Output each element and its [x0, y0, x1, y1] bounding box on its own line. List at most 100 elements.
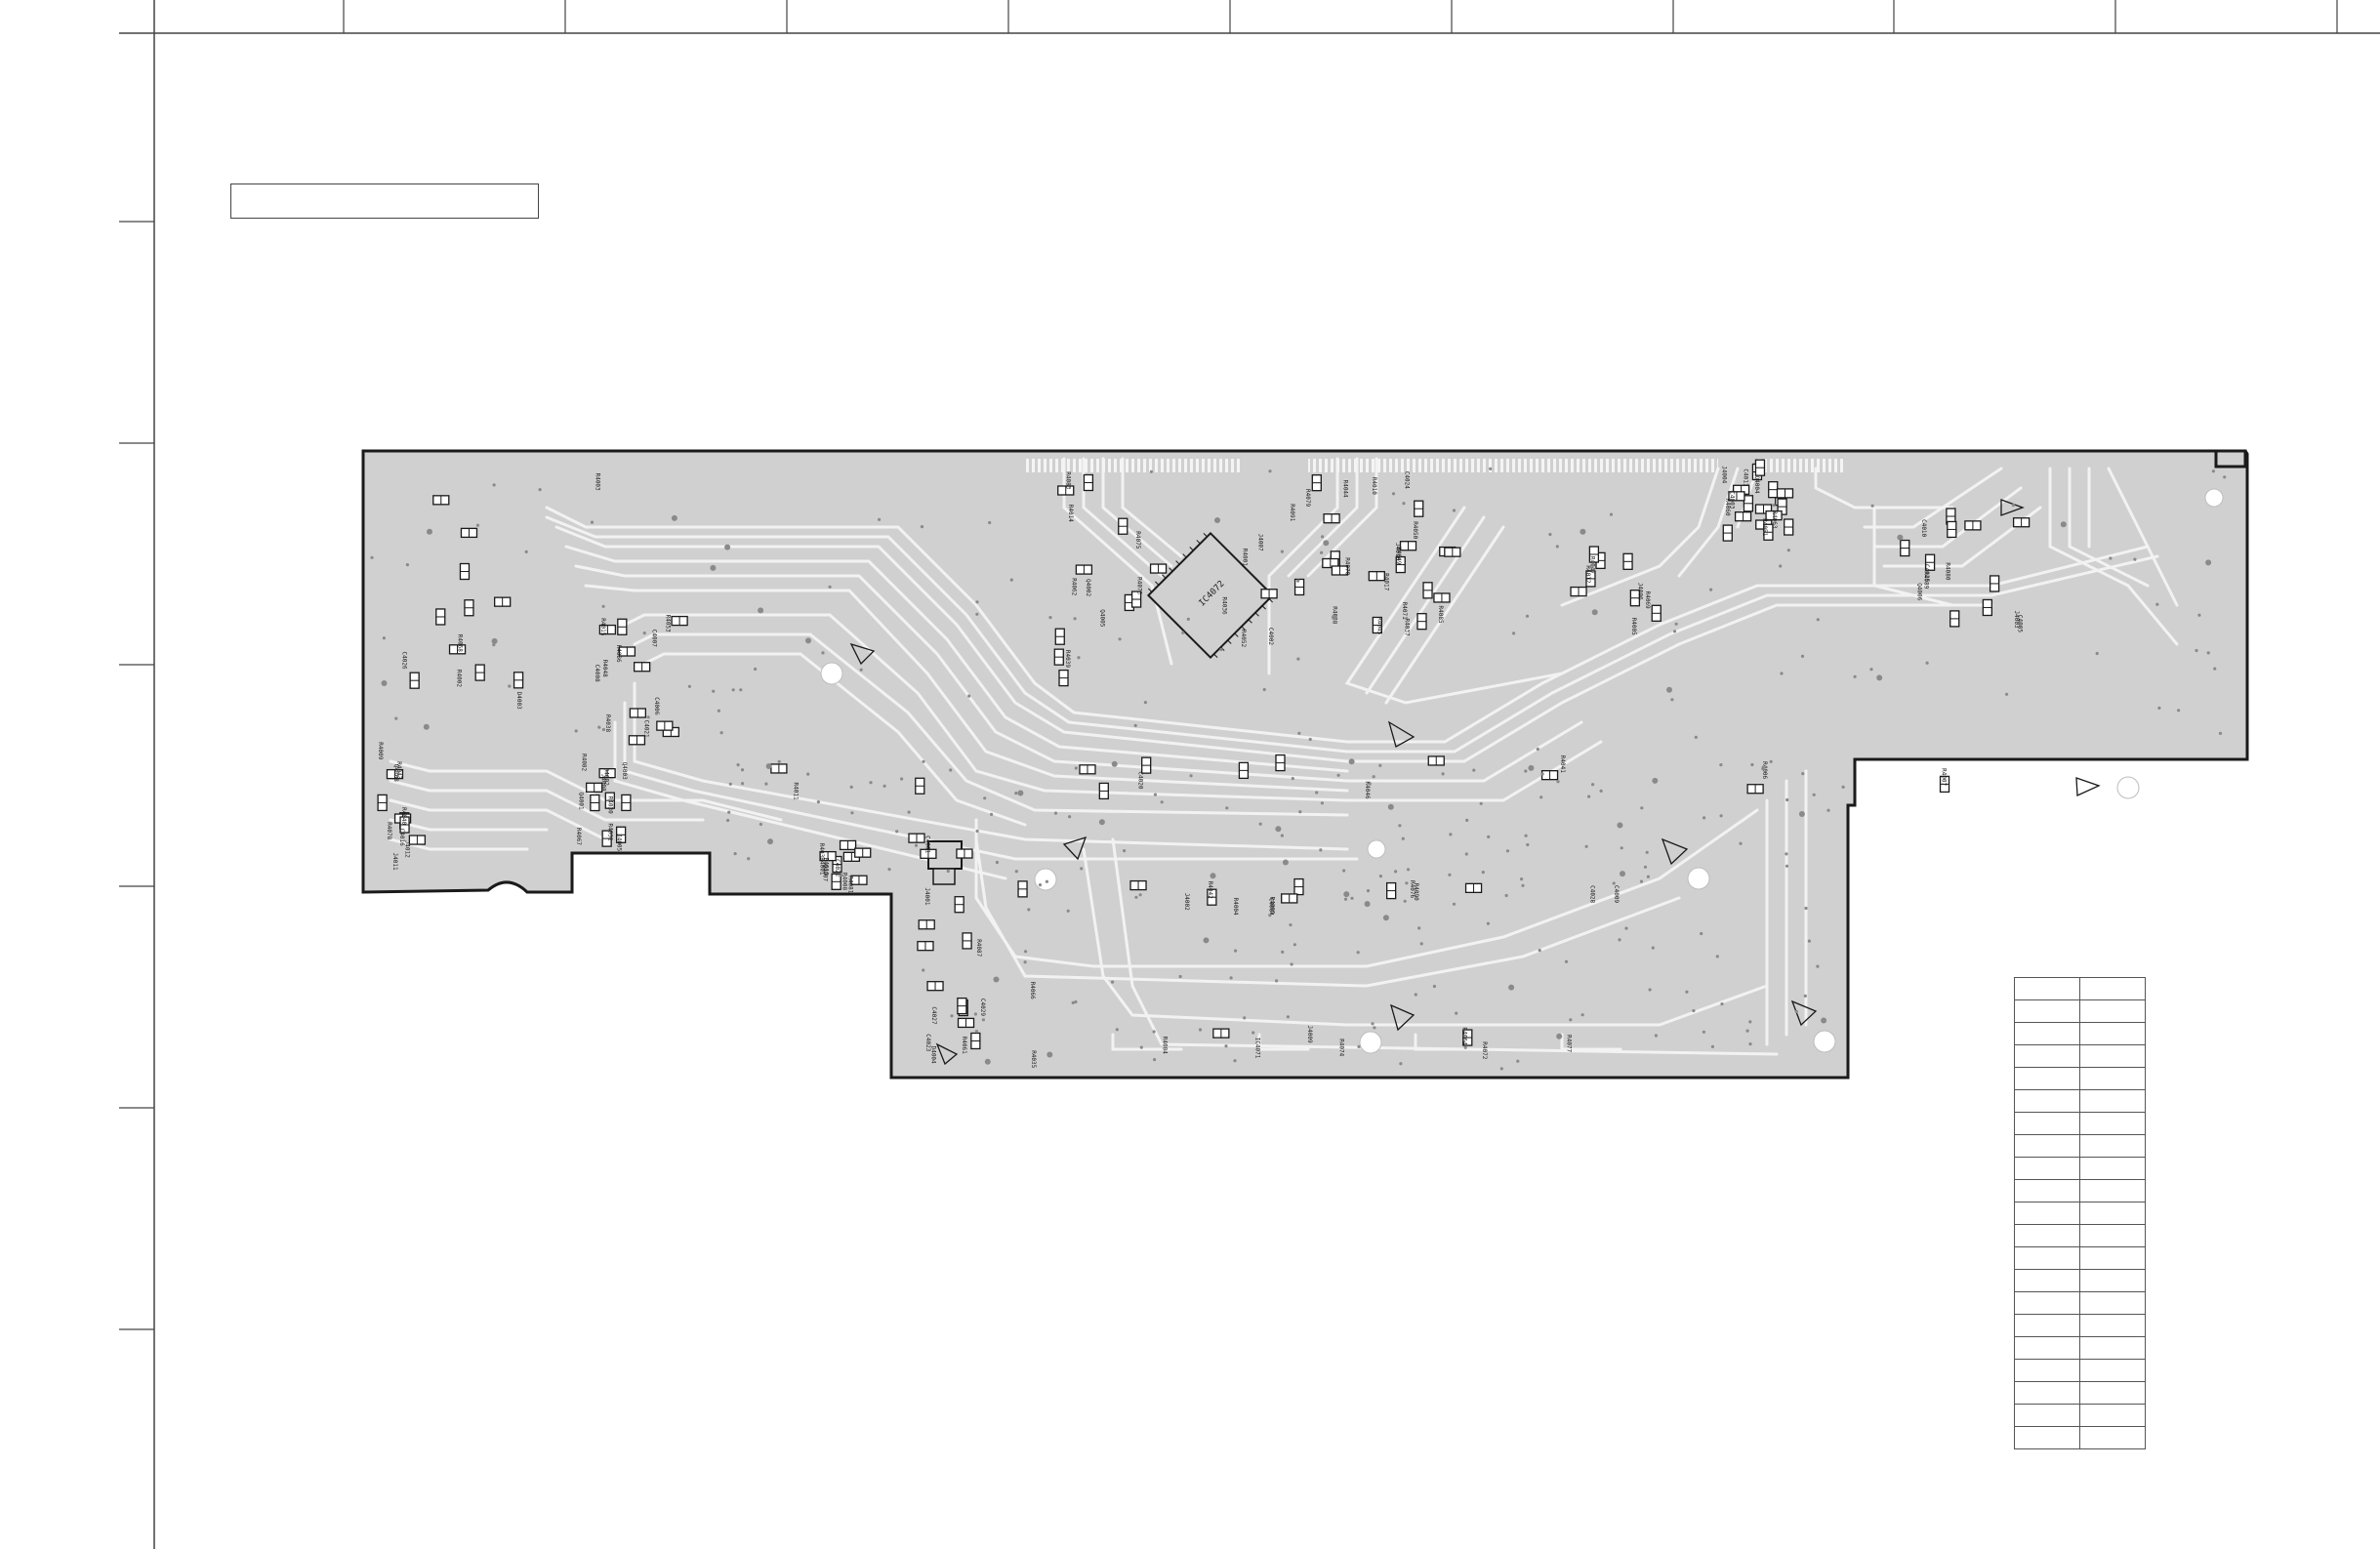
smd-component: [839, 839, 857, 851]
component-label: C4009: [1613, 885, 1620, 903]
smd-component: [832, 855, 842, 874]
via: [1672, 630, 1677, 633]
via: [1487, 835, 1491, 839]
component-label: R4017: [1383, 573, 1390, 591]
smd-component: [1462, 1029, 1473, 1046]
via: [1115, 1028, 1119, 1032]
via: [2213, 667, 2217, 671]
component-label: R4083: [1064, 471, 1071, 489]
via: [950, 1014, 954, 1018]
via: [1674, 622, 1678, 626]
component-label: C4022: [834, 859, 841, 876]
component-label: C4029: [979, 999, 986, 1016]
via: [922, 968, 925, 972]
smd-component: [1422, 582, 1433, 599]
smd-component: [399, 816, 410, 834]
via: [869, 781, 873, 785]
via: [2060, 521, 2067, 528]
via: [1643, 865, 1648, 869]
legend-cell: [2014, 1134, 2080, 1158]
component-label: C4005: [2016, 615, 2023, 632]
via: [1210, 873, 1216, 879]
via: [1624, 926, 1628, 930]
via: [1405, 881, 1409, 885]
via: [983, 796, 987, 800]
via: [1472, 768, 1476, 772]
legend-row: [2014, 1179, 2146, 1203]
via: [2223, 475, 2227, 479]
component-label: D4001: [819, 857, 826, 875]
via: [1536, 747, 1539, 752]
via: [1876, 674, 1883, 681]
smd-component: [1734, 511, 1752, 522]
via: [1153, 1058, 1157, 1062]
component-label: R4043: [395, 761, 402, 779]
via: [1640, 806, 1644, 810]
component-label: Q4001: [577, 793, 584, 810]
component-label: R4049: [1395, 547, 1402, 564]
legend-cell: [2079, 1179, 2146, 1203]
legend-row: [2014, 1067, 2146, 1090]
legend-cell: [2014, 1314, 2080, 1337]
via: [739, 688, 743, 692]
component-label: R4007: [1941, 768, 1948, 786]
via: [1394, 870, 1398, 874]
smd-component: [1416, 613, 1427, 631]
via: [1290, 962, 1293, 966]
smd-component: [1207, 888, 1217, 906]
via: [601, 727, 606, 732]
via: [1794, 1009, 1798, 1014]
via: [727, 810, 731, 814]
via: [1803, 994, 1807, 999]
via: [1382, 915, 1389, 921]
smd-component: [1098, 782, 1109, 800]
top-grid-ticks: [343, 0, 2338, 33]
via: [1821, 1017, 1827, 1024]
via: [1014, 870, 1018, 874]
component-label: D4004: [930, 1046, 937, 1064]
via: [1280, 550, 1284, 553]
legend-row: [2014, 1404, 2146, 1427]
smd-component: [615, 826, 627, 843]
component-label: R4036: [1221, 597, 1228, 615]
board-outline: [361, 449, 2249, 1080]
via: [2197, 613, 2201, 617]
smd-component: [1924, 553, 1936, 571]
smd-component: [1057, 485, 1075, 496]
legend-row: [2014, 1269, 2146, 1292]
via: [1373, 1026, 1376, 1030]
component-label: R4065: [1269, 897, 1276, 915]
component-label: J4005: [615, 834, 622, 851]
via: [671, 514, 677, 521]
via: [1512, 632, 1516, 635]
via: [816, 800, 821, 804]
smd-component: [1722, 524, 1733, 542]
via: [736, 763, 740, 767]
smd-component: [409, 672, 420, 689]
via: [1343, 891, 1350, 898]
component-label: C4002: [1267, 628, 1274, 645]
smd-component: [915, 777, 925, 795]
legend-cell: [2079, 1022, 2146, 1045]
via: [1364, 901, 1371, 908]
component-label: C4016: [398, 829, 405, 846]
component-label: R4069: [1644, 591, 1651, 609]
via: [1368, 782, 1372, 786]
component-label: R4089: [1922, 571, 1929, 589]
component-label: R4002: [456, 670, 463, 687]
smd-component: [1433, 592, 1451, 603]
component-label: R4040: [400, 807, 407, 825]
component-label: R4084: [1161, 1037, 1168, 1054]
via: [1709, 588, 1713, 591]
via: [1282, 859, 1289, 866]
via: [1111, 980, 1115, 984]
via: [981, 1018, 986, 1022]
via: [1014, 792, 1018, 795]
legend-cell: [2014, 1067, 2080, 1090]
smd-component: [1427, 755, 1445, 766]
via: [2195, 648, 2198, 653]
via: [1293, 943, 1296, 947]
component-label: C4024: [1404, 471, 1411, 489]
smd-component: [1746, 784, 1764, 795]
component-label: C4011: [1743, 469, 1749, 486]
